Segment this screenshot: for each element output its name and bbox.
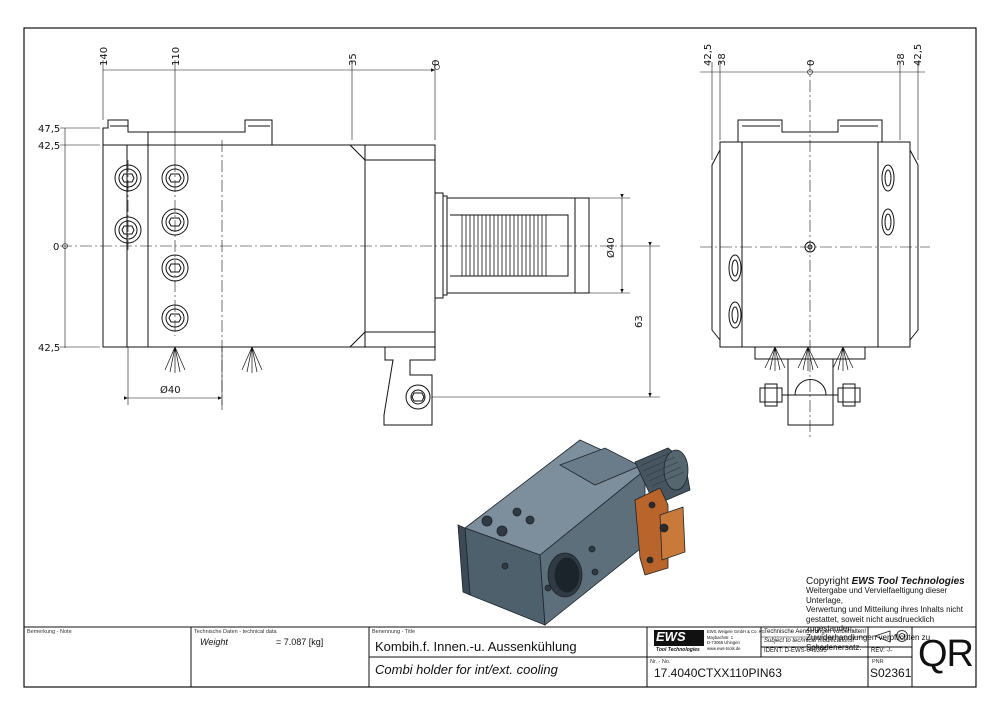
side-dimension-lines <box>700 62 925 160</box>
title-german: Kombih.f. Innen.-u. Aussenkühlung <box>375 639 577 654</box>
side-view <box>711 119 919 426</box>
dim-left-42-5-bottom: 42,5 <box>38 343 60 354</box>
front-view <box>102 119 590 426</box>
title-label: Benennung - Title <box>372 629 416 635</box>
dim-offset-63: 63 <box>634 315 645 328</box>
techdata-label: Technische Daten - technical data <box>194 629 277 635</box>
pnr-value: S02361 <box>870 666 912 680</box>
notice-english: Subject to technical modifications! <box>764 638 855 644</box>
company-line: D-73066 Uhingen <box>707 640 740 645</box>
dim-side-38-left: 38 <box>717 53 728 66</box>
projection-symbol-icon <box>873 630 908 643</box>
remark-label: Bemerkung - Note <box>27 629 72 635</box>
front-centerlines <box>60 140 620 410</box>
revision: REV: -/- <box>871 648 893 654</box>
pnr-label: PNR <box>872 659 884 665</box>
dim-shank-diameter: Ø40 <box>605 237 617 258</box>
side-centerlines <box>700 60 930 440</box>
dim-top-35: 35 <box>348 53 359 66</box>
copyright-line: Weitergabe und Vervielfaeltigung dieser … <box>806 586 948 605</box>
company-line: Maybachstr. 1 <box>707 634 734 640</box>
dim-side-42-5-right: 42,5 <box>913 44 924 66</box>
company-address: EWS Weigele GmbH & Co. KG Maybachstr. 1 … <box>707 629 765 651</box>
weight-value: = 7.087 [kg] <box>276 637 324 647</box>
dim-side-42-5-left: 42,5 <box>703 44 714 66</box>
copyright-brand: EWS Tool Technologies <box>851 576 965 587</box>
front-dimension-lines <box>60 60 660 405</box>
sheet-border <box>23 27 977 688</box>
part-number: 17.4040CTXX110PIN63 <box>654 666 782 680</box>
title-block-grid <box>24 626 976 687</box>
number-label: Nr. - No. <box>650 659 671 665</box>
ews-logo <box>654 630 704 646</box>
copyright-prefix: Copyright <box>806 576 849 587</box>
company-line: www.ews-tools.de <box>707 645 741 651</box>
logo-text: EWS <box>656 629 686 644</box>
dim-side-38-right: 38 <box>896 53 907 66</box>
copyright-line: Verwertung und Mitteilung ihres Inhalts … <box>806 605 963 615</box>
dim-left-47-5: 47,5 <box>38 124 60 135</box>
ident-number: IDENT: D-EWS-049395 <box>764 648 827 654</box>
dim-left-42-5-top: 42,5 <box>38 141 60 152</box>
company-line: EWS Weigele GmbH & Co. KG <box>707 629 765 634</box>
notice-german: Technische Aenderungen vorbehalten! <box>764 629 867 635</box>
copyright-notice: Copyright EWS Tool Technologies Weiterga… <box>806 577 976 652</box>
copyright-heading: Copyright EWS Tool Technologies <box>806 576 976 587</box>
copyright-line: Zuwiderhandlungen verpflichten zu Schade… <box>806 633 931 652</box>
weight-label: Weight <box>200 637 228 647</box>
dim-left-0: 0 <box>53 242 59 253</box>
dim-side-0: 0 <box>806 60 817 66</box>
title-english: Combi holder for int/ext. cooling <box>375 662 558 677</box>
dim-top-140: 140 <box>99 47 110 66</box>
isometric-render <box>457 439 691 626</box>
logo-subtitle: Tool Technologies <box>656 647 700 653</box>
qr-mark: QR <box>918 633 974 675</box>
dim-top-110: 110 <box>171 47 182 66</box>
dim-top-0: 0 <box>431 60 442 66</box>
dim-front-diameter: Ø40 <box>160 384 181 396</box>
copyright-line: gestattet, soweit nicht ausdruecklich zu… <box>806 614 935 634</box>
